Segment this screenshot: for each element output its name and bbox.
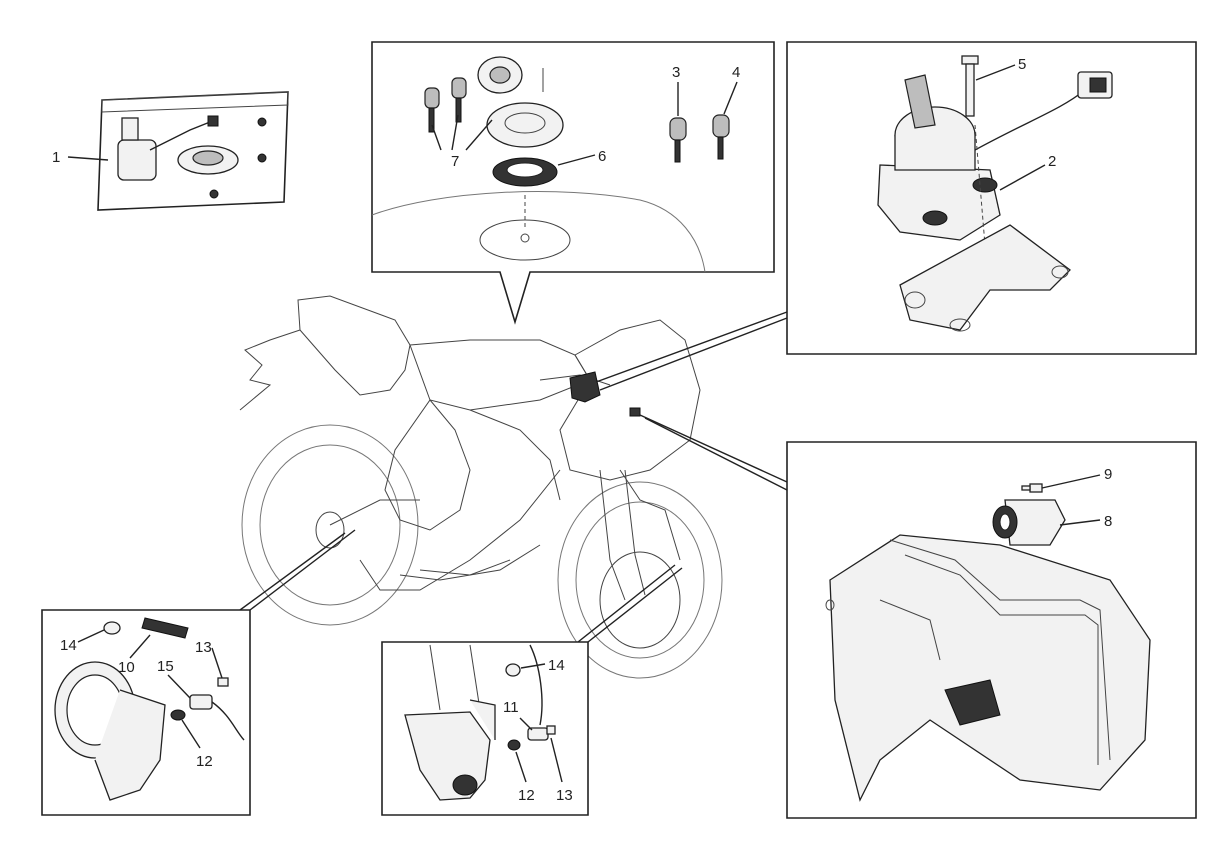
callout-12a: 12 bbox=[196, 753, 213, 770]
bolt-5-icon bbox=[961, 55, 979, 117]
speed-sensor-icon bbox=[992, 499, 1066, 546]
sensor-15-icon bbox=[170, 694, 245, 741]
callout-1: 1 bbox=[52, 149, 60, 166]
airbox-icon bbox=[825, 534, 1151, 802]
front-cable-icon bbox=[529, 644, 543, 726]
key-3-icon bbox=[669, 117, 687, 163]
callout-14a: 14 bbox=[60, 637, 77, 654]
front-fork-icon bbox=[404, 644, 496, 801]
kit-fuel-cap-icon bbox=[177, 145, 239, 175]
callout-10: 10 bbox=[118, 659, 135, 676]
callout-7: 7 bbox=[451, 153, 459, 170]
callout-3: 3 bbox=[672, 64, 680, 81]
sleeve-10-icon bbox=[141, 617, 189, 639]
key-4-icon bbox=[712, 114, 730, 160]
callout-6: 6 bbox=[598, 148, 606, 165]
sensor-11-icon bbox=[507, 725, 556, 751]
callout-5: 5 bbox=[1018, 56, 1026, 73]
callout-15: 15 bbox=[157, 658, 174, 675]
nut-14b-icon bbox=[505, 663, 521, 677]
keys-pair-icon bbox=[424, 77, 467, 133]
kit-ignition-switch-icon bbox=[117, 115, 219, 181]
gasket-icon bbox=[492, 157, 558, 187]
screw-13-icon bbox=[217, 677, 229, 687]
fuel-cap-icon bbox=[477, 56, 564, 148]
mounting-bracket-icon bbox=[899, 224, 1071, 332]
leader-lines bbox=[239, 311, 788, 643]
callout-4: 4 bbox=[732, 64, 740, 81]
callout-13a: 13 bbox=[195, 639, 212, 656]
callout-9: 9 bbox=[1104, 466, 1112, 483]
callout-13b: 13 bbox=[556, 787, 573, 804]
nut-14-icon bbox=[103, 621, 121, 635]
callout-11: 11 bbox=[503, 699, 519, 716]
fuel-cap-panel bbox=[371, 41, 775, 325]
callout-8: 8 bbox=[1104, 513, 1112, 530]
callout-14b: 14 bbox=[548, 657, 565, 674]
motorcycle-illustration bbox=[239, 295, 723, 679]
ignition-switch-icon bbox=[877, 71, 1113, 241]
key-kit-package bbox=[97, 91, 289, 211]
callout-2: 2 bbox=[1048, 153, 1056, 170]
callout-12b: 12 bbox=[518, 787, 535, 804]
rear-hub-bracket-icon bbox=[54, 661, 166, 801]
